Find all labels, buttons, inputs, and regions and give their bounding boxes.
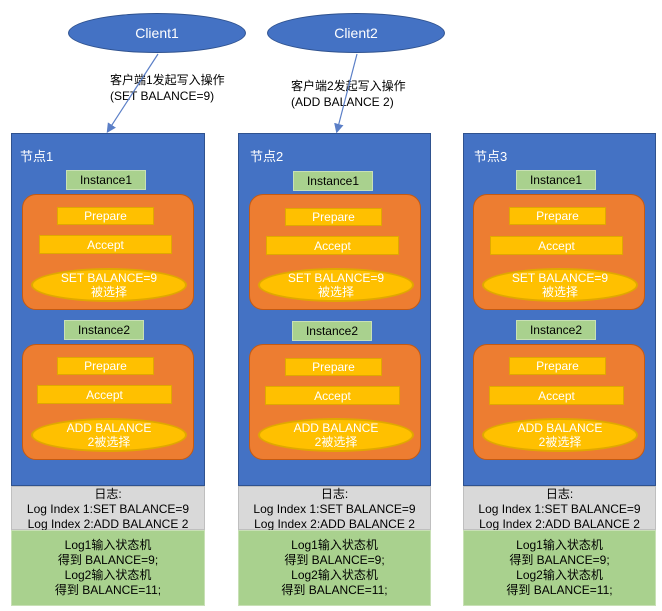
node2-sm-line1: Log1输入状态机 (291, 538, 378, 552)
node1-instance1-chosen: SET BALANCE=9 被选择 (31, 268, 187, 302)
node1-sm-line4: 得到 BALANCE=11; (54, 583, 162, 597)
node1-instance1-chosen-line2: 被选择 (90, 285, 127, 299)
node2-instance2-accept: Accept (265, 386, 400, 405)
client1-arrow (106, 53, 159, 134)
client1-label: Client1 (135, 25, 179, 41)
node1-instance2-label: Instance2 (64, 320, 144, 340)
node3-instance2-chosen-line1: ADD BALANCE (517, 421, 603, 435)
node1-instance2-chosen-line1: ADD BALANCE (66, 421, 152, 435)
node3-sm-line3: Log2输入状态机 (516, 568, 603, 582)
node3-instance1-label: Instance1 (516, 170, 596, 190)
node3-instance1-accept: Accept (490, 236, 623, 255)
node2-log-line1: Log Index 1:SET BALANCE=9 (253, 502, 416, 516)
node2-sm-line2: 得到 BALANCE=9; (284, 553, 385, 567)
node1-sm-line1: Log1输入状态机 (64, 538, 152, 552)
node2-title: 节点2 (250, 149, 284, 164)
node2-instance2-label: Instance2 (292, 321, 372, 341)
node2-instance2-chosen-line1: ADD BALANCE (293, 421, 379, 435)
client2-ellipse: Client2 (267, 13, 445, 53)
node2-instance2-chosen: ADD BALANCE 2被选择 (258, 418, 414, 452)
node1-log-title: 日志: (94, 487, 122, 501)
node3-instance1-chosen: SET BALANCE=9 被选择 (482, 268, 638, 302)
node1-sm-line3: Log2输入状态机 (64, 568, 152, 582)
node3-instance1-chosen-line2: 被选择 (541, 285, 578, 299)
client2-arrow (334, 53, 358, 134)
node1-instance1-accept: Accept (39, 235, 172, 254)
node2-log-title: 日志: (320, 487, 349, 501)
node3-sm-line4: 得到 BALANCE=11; (506, 583, 613, 597)
node1-log-line1: Log Index 1:SET BALANCE=9 (26, 502, 190, 516)
node3-title: 节点3 (474, 149, 508, 164)
node1-instance1-label: Instance1 (66, 170, 146, 190)
node1-instance1-prepare: Prepare (57, 207, 154, 225)
node3-log-line1: Log Index 1:SET BALANCE=9 (478, 502, 641, 516)
client1-ellipse: Client1 (68, 13, 246, 53)
node1-instance2-accept: Accept (37, 385, 172, 404)
node2-instance1-accept: Accept (266, 236, 399, 255)
node3-sm-line2: 得到 BALANCE=9; (509, 553, 610, 567)
node1-instance2-chosen-line2: 2被选择 (87, 435, 131, 449)
node1-log-line2: Log Index 2:ADD BALANCE 2 (27, 517, 189, 531)
node3-instance2-label: Instance2 (516, 320, 596, 340)
node1-state-machine: Log1输入状态机 得到 BALANCE=9; Log2输入状态机 得到 BAL… (11, 530, 205, 606)
node1-instance1-chosen-line1: SET BALANCE=9 (60, 271, 158, 285)
node3-log-title: 日志: (545, 487, 574, 501)
node3-instance1-chosen-line1: SET BALANCE=9 (511, 271, 609, 285)
node2-state-machine: Log1输入状态机 得到 BALANCE=9; Log2输入状态机 得到 BAL… (238, 530, 431, 606)
node2-instance2-chosen-line2: 2被选择 (314, 435, 358, 449)
client2-label: Client2 (334, 25, 378, 41)
node2-instance1-label: Instance1 (293, 171, 373, 191)
node2-log: 日志: Log Index 1:SET BALANCE=9 Log Index … (238, 486, 431, 531)
node2-sm-line3: Log2输入状态机 (291, 568, 378, 582)
node2-instance1-chosen-line2: 被选择 (317, 285, 354, 299)
node3-log: 日志: Log Index 1:SET BALANCE=9 Log Index … (463, 486, 656, 531)
node2-instance1-chosen: SET BALANCE=9 被选择 (258, 268, 414, 302)
node3-instance2-chosen: ADD BALANCE 2被选择 (482, 418, 638, 452)
node3-instance2-chosen-line2: 2被选择 (538, 435, 582, 449)
node1-instance2-chosen: ADD BALANCE 2被选择 (31, 418, 187, 452)
node2-instance2-prepare: Prepare (285, 358, 382, 376)
node3-instance1-prepare: Prepare (509, 207, 606, 225)
node1-title: 节点1 (20, 149, 54, 164)
node2-sm-line4: 得到 BALANCE=11; (281, 583, 388, 597)
node2-instance1-chosen-line1: SET BALANCE=9 (287, 271, 385, 285)
node2-log-line2: Log Index 2:ADD BALANCE 2 (254, 517, 415, 531)
node3-sm-line1: Log1输入状态机 (516, 538, 603, 552)
client2-note-line2: (ADD BALANCE 2) (291, 95, 394, 109)
node3-instance2-prepare: Prepare (509, 357, 606, 375)
node1-sm-line2: 得到 BALANCE=9; (57, 553, 159, 567)
node1-log: 日志: Log Index 1:SET BALANCE=9 Log Index … (11, 486, 205, 531)
client1-note-line2: (SET BALANCE=9) (110, 89, 215, 103)
node2-instance1-prepare: Prepare (285, 208, 382, 226)
node1-instance2-prepare: Prepare (57, 357, 154, 375)
node3-state-machine: Log1输入状态机 得到 BALANCE=9; Log2输入状态机 得到 BAL… (463, 530, 656, 606)
node3-instance2-accept: Accept (489, 386, 624, 405)
node3-log-line2: Log Index 2:ADD BALANCE 2 (479, 517, 640, 531)
